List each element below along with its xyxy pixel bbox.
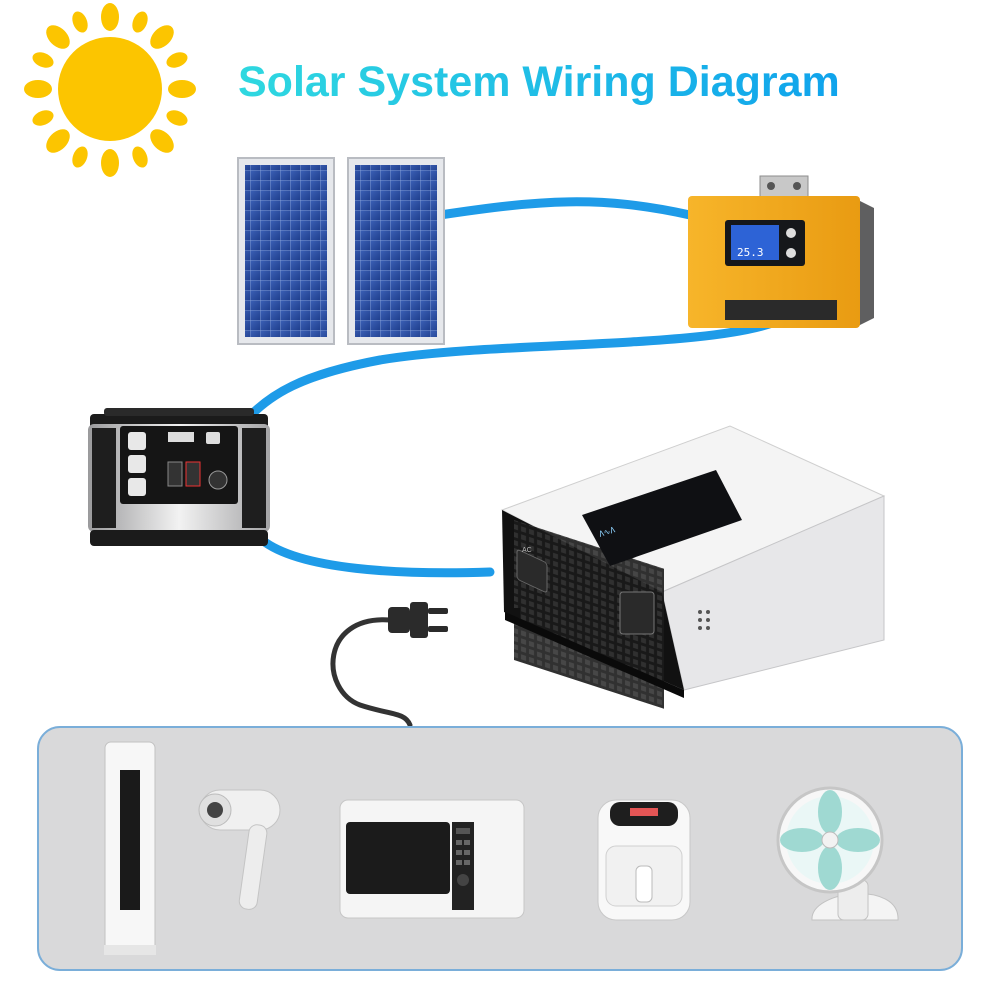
hair-dryer-icon [198, 789, 281, 910]
air-fryer-icon [597, 799, 691, 921]
diagram-title: Solar System Wiring Diagram [238, 52, 958, 112]
sun-icon [24, 3, 196, 177]
solar-panel-icon [237, 157, 445, 345]
microwave-oven-icon [339, 799, 525, 919]
portable-power-station-icon [88, 408, 270, 546]
wire-panel-to-controller [435, 197, 695, 220]
desk-fan-icon [776, 786, 899, 921]
diagram-title-text: Solar System Wiring Diagram [238, 58, 840, 106]
wiring-cables [243, 197, 790, 578]
tower-air-conditioner-icon [104, 741, 156, 955]
charge-controller-icon: 25.3 [688, 175, 874, 328]
wire-battery-to-inverter [257, 535, 495, 578]
wire-controller-to-battery [243, 313, 790, 423]
power-plug-icon [330, 602, 448, 728]
inverter-outlet-label: AC [522, 547, 532, 554]
inverter-icon: Λ∿Λ AC [500, 425, 886, 709]
controller-display-reading: 25.3 [737, 246, 764, 259]
